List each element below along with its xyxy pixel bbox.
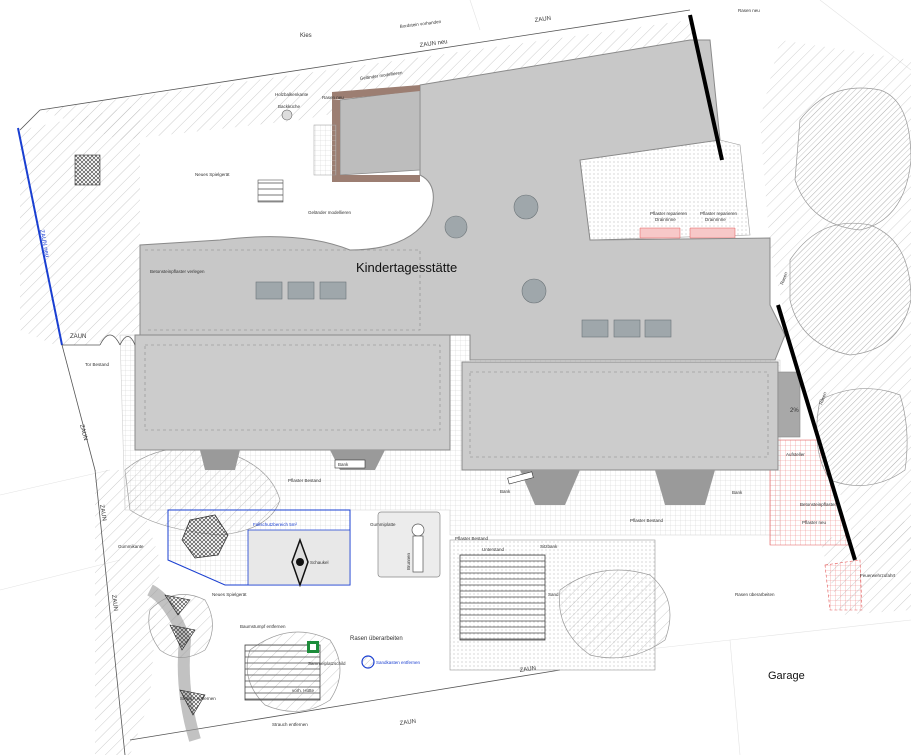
label-strauch-2: Strauch entfernen: [272, 722, 308, 727]
fence-lines: [19, 9, 691, 755]
label-holzbalken: Holzbalkenkante: [275, 92, 309, 97]
label-rasen-neu-small: Rasen neu: [322, 95, 344, 100]
inner-grid-block: [313, 124, 337, 176]
label-strauch-1: Strauch entfernen: [180, 696, 216, 701]
label-sand: Sand: [548, 592, 559, 597]
building-main: [139, 39, 786, 361]
swing-seat: [296, 558, 304, 566]
label-schaukel: Schaukel: [310, 560, 329, 565]
label-gummiplatte: Gummiplatte: [370, 522, 396, 527]
brown-border-top: [332, 85, 420, 100]
walls-black: [688, 14, 857, 561]
planter: [74, 154, 101, 186]
label-kies: Kies: [300, 33, 312, 39]
label-zaun-left-3: ZAUN: [98, 504, 107, 521]
label-brunnen: Brunnen: [406, 552, 411, 570]
label-zaun-left-4: ZAUN: [110, 594, 118, 611]
inner-courtyard: [339, 89, 421, 176]
roof-dashes: [144, 249, 769, 458]
label-sammelplatzschild: Sammelplatzschild: [308, 661, 346, 666]
label-rasen-neu-top: Rasen neu: [738, 8, 760, 13]
label-aufsteller: Aufsteller: [786, 452, 805, 457]
blue-fence: [17, 127, 63, 346]
building-overhang-right-1: [520, 470, 580, 505]
triangle-2: [169, 624, 196, 651]
label-bordstein: Bordstein vorhanden: [400, 19, 442, 29]
label-gelaende-top: Geländer modellieren: [359, 70, 403, 81]
label-drainrinne-1: Drainrinne: [655, 217, 676, 222]
label-backkueche: Backküche: [278, 104, 301, 109]
label-fallschutz: Fallschutzbereich 5m²: [253, 522, 298, 527]
label-pflaster-bestand-left: Pflaster Bestand: [288, 478, 322, 483]
label-gummikante: Gummikante: [118, 544, 144, 549]
label-zaun-left: ZAUN: [70, 334, 86, 340]
label-pflaster-bestand-right: Pflaster Bestand: [630, 518, 664, 523]
red-paving-repair-1: [639, 227, 681, 239]
label-feuerwehr: Feuerwehrzufahrt: [860, 573, 896, 578]
red-paving-repair-2: [689, 227, 736, 239]
label-bank-3: Bank: [732, 490, 743, 495]
hatched-area-bottom-left: [95, 470, 160, 755]
sign-white-inner: [310, 644, 316, 650]
label-sandkasten: Sandkasten entfernen: [376, 660, 421, 665]
label-pflaster-rep-2: Pflaster reparieren: [700, 211, 738, 216]
red-grid-area-small: [824, 559, 863, 611]
skylights: [255, 194, 672, 338]
tree-circle: [281, 109, 293, 121]
building-strip-dark: [777, 371, 801, 438]
building-overhang-left: [200, 450, 240, 470]
label-unterstand: Unterstand: [482, 547, 505, 552]
title: Kindertagesstätte: [356, 260, 457, 275]
label-vorh-huette: vorh. Hütte: [292, 688, 315, 693]
bench-left: [334, 459, 366, 469]
shelter: [459, 554, 546, 641]
blue-circle: [361, 655, 375, 669]
label-betonstein-verlegen: Betonsteinpflaster verlegen: [150, 269, 205, 274]
label-percent: 2%: [790, 408, 799, 414]
label-bank-2: Bank: [500, 489, 511, 494]
label-rasen-ueberarbeiten-2: Rasen überarbeiten: [735, 592, 775, 597]
fountain-channel: [412, 535, 424, 573]
label-pflaster-bestand-mid: Pflaster Bestand: [455, 536, 489, 541]
label-rasen-ueberarbeiten-1: Rasen überarbeiten: [350, 636, 403, 642]
label-neues-spielgeraet-top: Neues Spielgerät: [195, 172, 230, 177]
hatched-area-top: [40, 20, 700, 140]
triangle-3: [179, 689, 206, 716]
label-bank-1: Bank: [338, 462, 349, 467]
label-sitzbank: Sitzbank: [540, 544, 558, 549]
label-baumstumpf: Baumstumpf entfernen: [240, 624, 286, 629]
label-neues-spielgeraet-bottom: Neues Spielgerät: [212, 592, 247, 597]
label-zaun-neu-left: ZAUN neu: [38, 229, 50, 258]
label-gelaende-mid: Geländer modellieren: [308, 210, 352, 215]
label-zaun-bottom: ZAUN: [519, 666, 536, 674]
label-zaun-left-2: ZAUN: [78, 424, 88, 441]
hut: [244, 644, 321, 701]
label-zaun-neu-top: ZAUN neu: [419, 39, 448, 49]
label-rasen: Rasen: [779, 271, 788, 285]
label-pflaster-rep-1: Pflaster reparieren: [650, 211, 688, 216]
label-pflaster-neu: Pflaster neu: [802, 520, 827, 525]
label-drainrinne-2: Drainrinne: [705, 217, 726, 222]
label-zaun-bottom-2: ZAUN: [399, 719, 416, 727]
garage-label: Garage: [768, 670, 805, 682]
label-rasen-2: Rasen: [818, 391, 827, 405]
fountain-basin: [411, 523, 425, 537]
wooden-deck: [257, 179, 284, 203]
play-structure: [181, 514, 229, 559]
triangle-1: [164, 594, 191, 616]
bench-right: [507, 471, 534, 485]
building-overhang-right-2: [655, 470, 715, 505]
fountain-area: [377, 511, 441, 578]
building-lower-right: [461, 361, 779, 471]
label-betonsteinpflaster-right: Betonsteinpflaster: [800, 502, 837, 507]
labels: Kindertagesstätte Garage Kies Bordstein …: [38, 8, 896, 727]
label-tor-bestand: Tor Bestand: [85, 362, 110, 367]
building-lower-left: [134, 334, 451, 451]
label-zaun-top-right: ZAUN: [534, 16, 551, 24]
